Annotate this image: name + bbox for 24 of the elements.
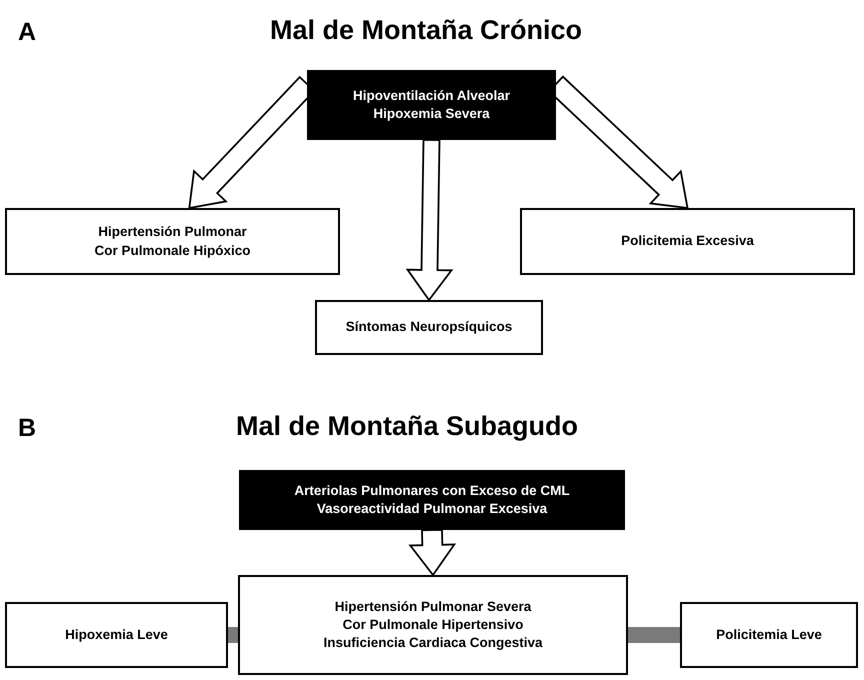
outcome-box xyxy=(680,602,858,668)
box-text: Hipertensión Pulmonar Severa Cor Pulmonale Hipertensivo Insuficiencia Cardiaca Congestiva xyxy=(322,598,544,652)
panel-heading: Mal de Montaña Crónico xyxy=(270,15,582,46)
cause-box xyxy=(307,70,556,140)
box-text: Arteriolas Pulmonares con Exceso de CML Vasoreactividad Pulmonar Excesiva xyxy=(293,482,571,518)
box-text: Hipertensión Pulmonar Cor Pulmonale Hipóxico xyxy=(93,223,252,260)
cause-box xyxy=(239,470,625,530)
box-text: Hipoxemia Leve xyxy=(65,626,168,644)
box-text: Policitemia Leve xyxy=(716,626,822,644)
box-text: Hipoventilación Alveolar Hipoxemia Severa xyxy=(352,86,512,123)
box-text: Policitemia Excesiva xyxy=(621,232,754,250)
outcome-box xyxy=(238,575,628,675)
box-text: Síntomas Neuropsíquicos xyxy=(346,318,512,336)
connector-bar xyxy=(628,627,680,643)
outcome-box xyxy=(5,208,340,275)
panel-letter: B xyxy=(18,414,36,443)
panel-letter: A xyxy=(18,18,36,47)
outcome-box xyxy=(315,300,543,355)
outcome-box xyxy=(520,208,855,275)
outcome-box xyxy=(5,602,228,668)
connector-bar xyxy=(228,627,238,643)
block-arrow xyxy=(406,138,454,302)
panel-heading: Mal de Montaña Subagudo xyxy=(236,411,578,442)
block-arrow xyxy=(408,528,456,577)
